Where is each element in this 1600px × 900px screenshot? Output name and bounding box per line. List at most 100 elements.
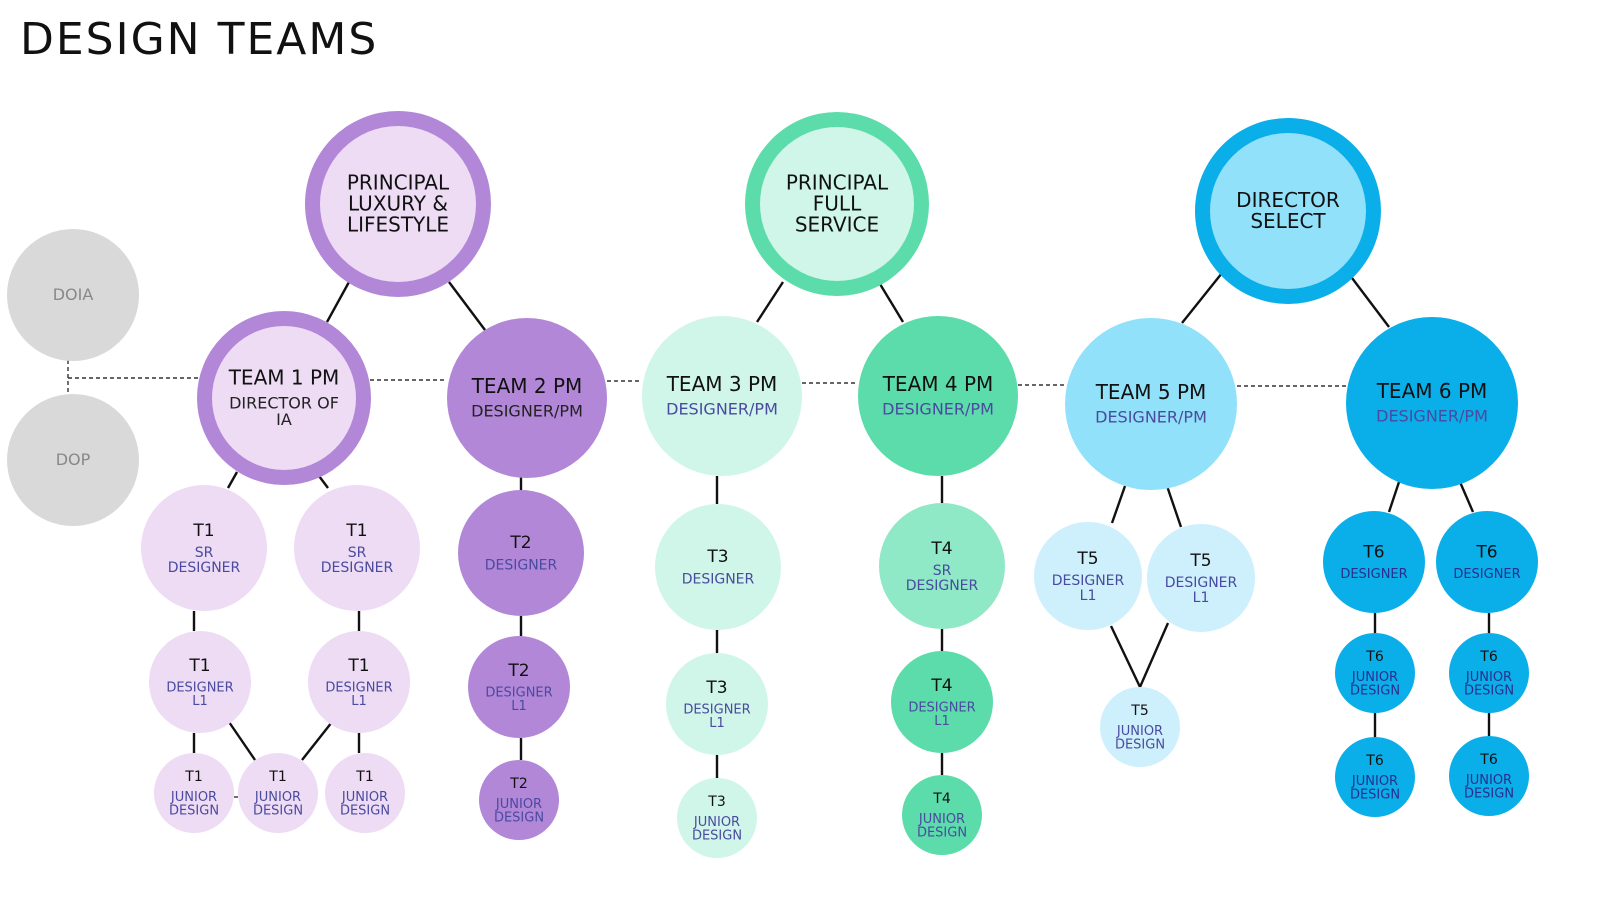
node-label: T1: [345, 521, 367, 541]
node-label: DESIGNER/PM: [471, 402, 583, 421]
node-team6-pm: TEAM 6 PM DESIGNER/PM: [1346, 317, 1518, 489]
node-label: T1: [184, 769, 202, 785]
connector-line: [1138, 622, 1170, 688]
connector-line: [878, 283, 905, 323]
node-circle: [902, 775, 982, 855]
node-label: DESIGN: [169, 803, 219, 818]
node-circle: [1436, 511, 1538, 613]
node-circle: [858, 316, 1018, 476]
node-circle: [677, 778, 757, 858]
node-label: DESIGN: [1115, 737, 1165, 752]
connector-line: [1351, 277, 1390, 328]
node-circle: [879, 503, 1005, 629]
node-circle: [1323, 511, 1425, 613]
connector-line: [325, 281, 351, 323]
node-label: DESIGN: [1464, 786, 1514, 801]
node-label: JUNIOR: [495, 797, 542, 812]
node-label: DESIGNER: [168, 560, 241, 576]
node-label: TEAM 4 PM: [882, 372, 994, 396]
node-label: LIFESTYLE: [347, 213, 449, 237]
node-label: DESIGN: [1350, 787, 1400, 802]
node-circle: [891, 651, 993, 753]
node-label: TEAM 3 PM: [666, 372, 778, 396]
node-label: DESIGN: [340, 803, 390, 818]
node-label: T1: [347, 656, 369, 676]
node-label: T2: [507, 661, 529, 681]
node-label: L1: [511, 699, 527, 714]
node-label: DESIGNER/PM: [1095, 408, 1207, 427]
node-label: TEAM 1 PM: [228, 366, 340, 390]
connector-line: [755, 281, 785, 323]
node-label: SR: [195, 545, 214, 561]
node-label: DESIGNER: [682, 571, 755, 587]
node-label: JUNIOR: [254, 790, 301, 805]
node-label: SERVICE: [795, 213, 879, 237]
node-dop: DOP: [7, 394, 139, 526]
node-label: TEAM 6 PM: [1376, 379, 1488, 403]
node-label: JUNIOR: [1351, 774, 1398, 789]
node-circle: [7, 229, 139, 361]
node-label: DESIGNER/PM: [882, 400, 994, 419]
node-label: T4: [930, 676, 952, 696]
node-label: DESIGN: [494, 810, 544, 825]
node-team4-pm: TEAM 4 PM DESIGNER/PM: [858, 316, 1018, 476]
node-circle: [479, 760, 559, 840]
node-circle: [212, 326, 356, 470]
node-circle: [1449, 736, 1529, 816]
node-circle: [294, 485, 420, 611]
node-label: T4: [932, 791, 951, 807]
node-circle: [141, 485, 267, 611]
connector-line: [1109, 625, 1142, 688]
node-label: DESIGNER/PM: [1376, 407, 1488, 426]
node-label: PRINCIPAL: [347, 171, 450, 195]
node-doia: DOIA: [7, 229, 139, 361]
connector-line: [301, 721, 333, 761]
node-label: T6: [1362, 543, 1384, 563]
node-label: L1: [1080, 588, 1097, 604]
node-label: T2: [509, 776, 527, 792]
node-circle: [1449, 633, 1529, 713]
node-label: L1: [1193, 590, 1210, 606]
node-label: LUXURY &: [348, 192, 448, 216]
node-label: PRINCIPAL: [786, 171, 889, 195]
node-label: T5: [1076, 549, 1098, 569]
connector-line: [228, 721, 256, 761]
connector-line: [448, 281, 486, 331]
page-title: DESIGN TEAMS: [20, 14, 379, 65]
node-label: IA: [276, 410, 292, 429]
node-circle: [468, 636, 570, 738]
node-circle: [655, 504, 781, 630]
node-circle: [1210, 133, 1366, 289]
node-circle: [308, 631, 410, 733]
node-label: DESIGNER: [1052, 573, 1125, 589]
node-label: T1: [192, 521, 214, 541]
connector-line: [1458, 481, 1475, 513]
node-label: T6: [1365, 649, 1384, 665]
node-label: DESIGNER: [321, 560, 394, 576]
node-circle: [1335, 633, 1415, 713]
